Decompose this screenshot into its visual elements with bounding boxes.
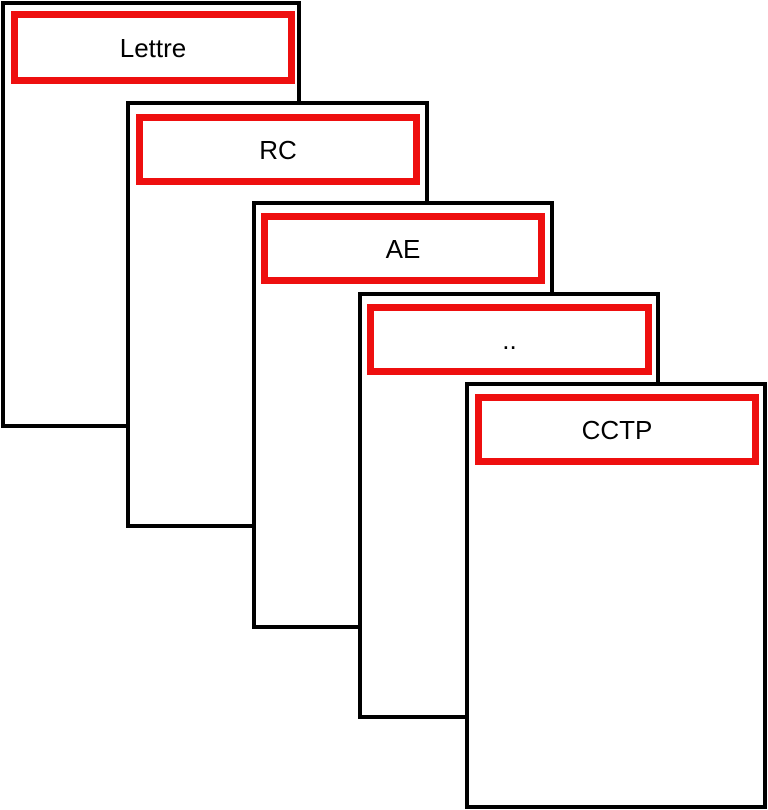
document-title: Lettre (119, 32, 187, 63)
document-title-box: RC (136, 114, 420, 185)
document-title-box: Lettre (11, 11, 295, 84)
document-page-cctp: CCTP (465, 382, 767, 809)
document-title: .. (502, 324, 517, 355)
document-title-box: CCTP (475, 394, 759, 465)
document-title: AE (385, 233, 421, 264)
document-title: RC (259, 134, 297, 165)
document-title-box: AE (261, 213, 545, 284)
document-title-box: .. (367, 304, 652, 375)
document-title: CCTP (581, 414, 653, 445)
